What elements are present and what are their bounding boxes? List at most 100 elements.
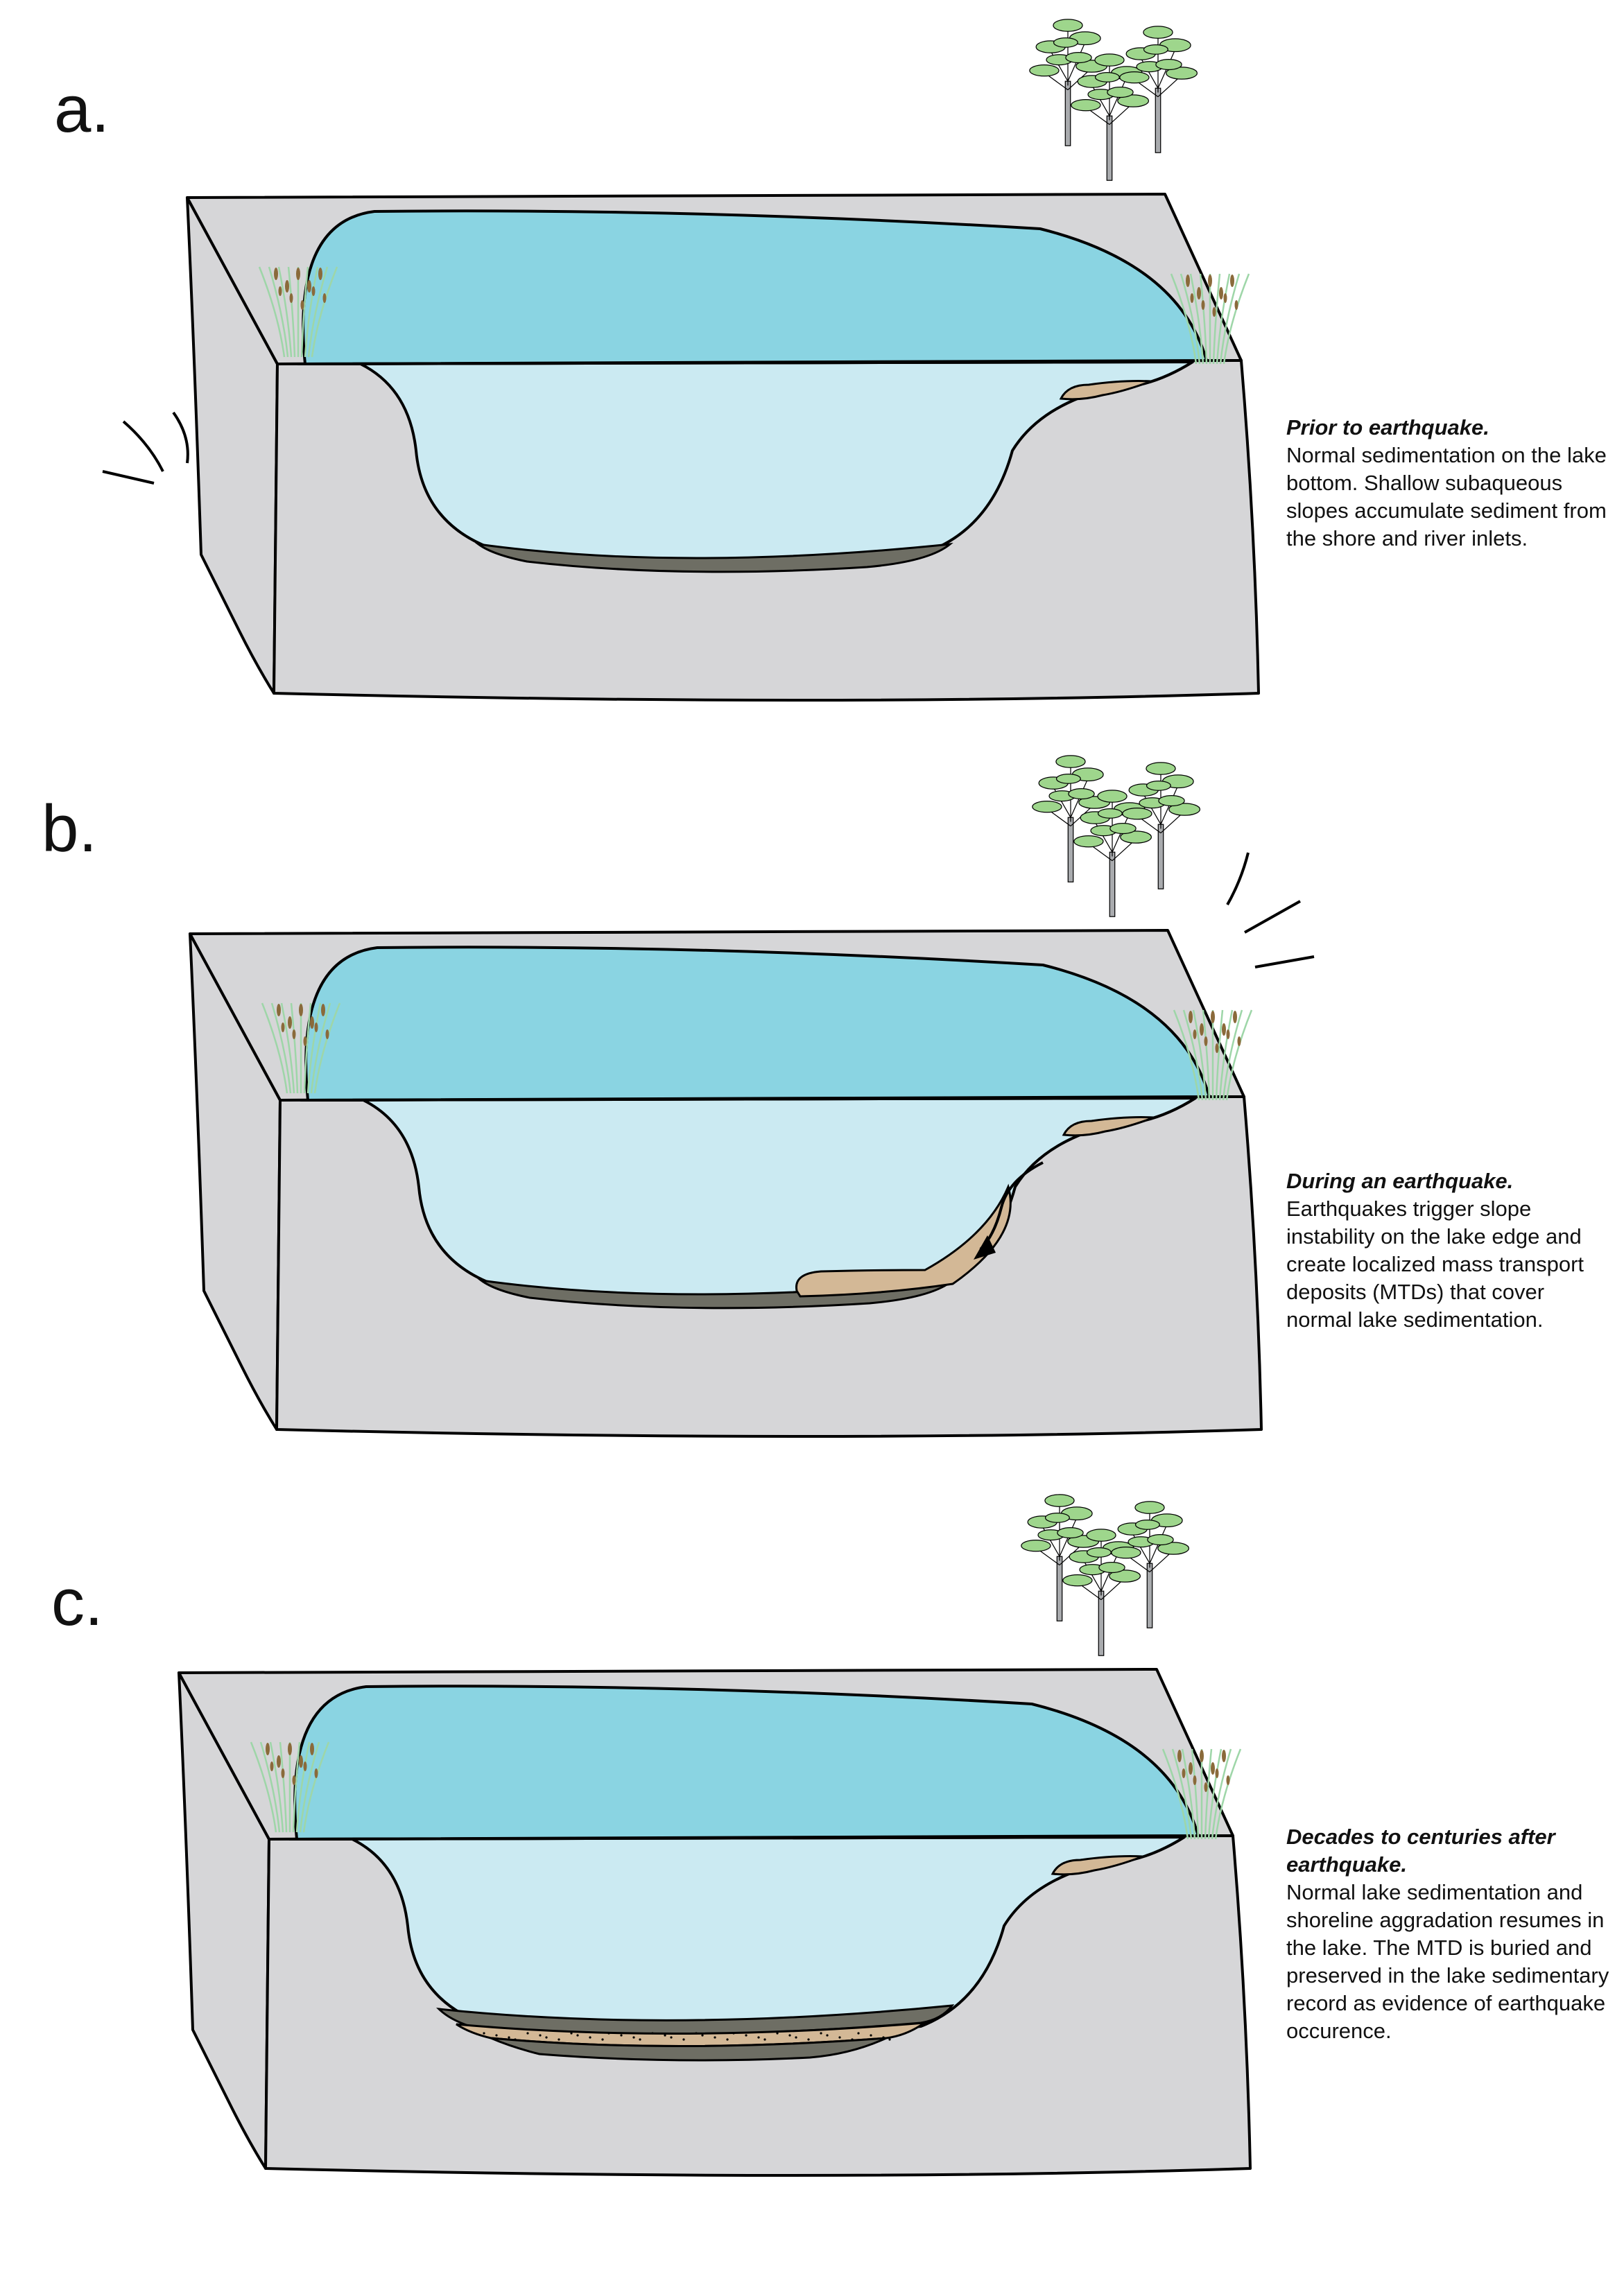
mtd-grain xyxy=(651,2032,654,2035)
reed-stem xyxy=(1189,273,1204,365)
shake-mark xyxy=(1244,900,1301,934)
reed-stem xyxy=(300,266,309,358)
mtd-grain xyxy=(670,2036,673,2039)
reed-stem xyxy=(1181,1748,1196,1840)
tree-leaf xyxy=(1055,755,1086,768)
reed-stem xyxy=(1202,1009,1211,1101)
tree-trunk xyxy=(1064,80,1071,146)
reed-head xyxy=(1182,1768,1186,1778)
tree-trunk xyxy=(1109,851,1116,917)
mtd-grain xyxy=(776,2032,779,2035)
tree-leaf xyxy=(1065,52,1092,64)
reed-head xyxy=(288,1016,292,1029)
mtd-grain xyxy=(857,2032,860,2035)
reed-stem xyxy=(1219,273,1241,365)
reed-stem xyxy=(258,266,286,358)
mtd-grain xyxy=(745,2034,748,2037)
reed-stem xyxy=(259,1741,281,1833)
mtd-grain xyxy=(545,2036,548,2039)
reed-head xyxy=(292,1029,296,1039)
tree-leaf xyxy=(1157,1542,1190,1555)
reed-stem xyxy=(287,266,296,358)
reed-stem xyxy=(313,1002,341,1094)
tree-trunk xyxy=(1157,824,1164,889)
tree-leaf xyxy=(1134,1501,1165,1514)
tree-leaf xyxy=(1071,99,1101,112)
mtd-grain xyxy=(888,2038,891,2041)
reed-head xyxy=(289,293,293,303)
reed-head xyxy=(1189,1762,1193,1775)
reed-head xyxy=(274,268,278,280)
mtd-grain xyxy=(826,2034,829,2037)
reed-head xyxy=(277,1755,281,1768)
tree-leaf xyxy=(1094,53,1125,67)
mtd-grain xyxy=(838,2036,841,2039)
tree-trunk xyxy=(1155,87,1161,153)
mtd-grain xyxy=(483,2032,485,2035)
shake-mark xyxy=(122,420,164,472)
tree xyxy=(1111,1501,1190,1628)
mtd-grain xyxy=(795,2036,797,2039)
reed-head xyxy=(311,286,316,296)
reed-stem xyxy=(1191,1748,1200,1840)
reed-head xyxy=(299,1755,303,1768)
reed-stem xyxy=(1199,273,1208,365)
tree-leaf xyxy=(1109,823,1137,835)
lake-surface xyxy=(302,209,1208,365)
water-line xyxy=(297,360,1193,365)
reed-head xyxy=(266,1743,270,1755)
reed-stem xyxy=(1173,1009,1200,1101)
mtd-grain xyxy=(508,2036,510,2039)
reed-head xyxy=(1204,1782,1208,1792)
tree-leaf xyxy=(1097,808,1123,819)
mtd-grain xyxy=(695,2032,698,2035)
reed-head xyxy=(1200,1750,1204,1762)
lake-bottom-sediment xyxy=(474,542,953,573)
tree xyxy=(1119,26,1198,153)
reed-stem xyxy=(310,1002,331,1094)
tree-group xyxy=(1029,19,1198,181)
reed-head xyxy=(310,1016,314,1029)
reed-stem xyxy=(1170,273,1198,365)
mtd-grain xyxy=(701,2034,704,2037)
reed-stem xyxy=(1192,1009,1207,1101)
tree-leaf xyxy=(1147,1534,1174,1546)
reed-head xyxy=(1219,287,1223,299)
reed-stem xyxy=(1171,1748,1193,1840)
caption-body: Normal sedimentation on the lake bottom.… xyxy=(1286,443,1607,550)
reed-head xyxy=(1177,1750,1182,1762)
reeds xyxy=(1173,1009,1253,1101)
tree-leaf xyxy=(1021,1540,1051,1552)
tree-leaf xyxy=(1044,1512,1070,1523)
reed-head xyxy=(296,268,300,280)
mtd-grain xyxy=(570,2032,573,2035)
shake-mark xyxy=(172,411,189,464)
reed-stem xyxy=(1222,1009,1243,1101)
tree-leaf xyxy=(1158,795,1185,807)
panel-c-letter: c. xyxy=(51,1565,103,1640)
reed-stem xyxy=(1214,1748,1242,1840)
block-left-side xyxy=(186,196,279,695)
reed-head xyxy=(1215,1768,1219,1778)
lake-bottom-sediment xyxy=(477,1278,956,1310)
reed-stem xyxy=(280,1002,295,1094)
tree-leaf xyxy=(1119,71,1150,84)
reed-head xyxy=(1201,300,1205,310)
reed-stem xyxy=(306,1002,322,1094)
reed-head xyxy=(310,1743,314,1755)
reeds xyxy=(250,1741,330,1833)
reed-stem xyxy=(311,266,338,358)
reed-stem xyxy=(1207,1748,1223,1840)
tree-leaf xyxy=(1068,788,1095,800)
mtd-grain xyxy=(601,2038,604,2041)
caption-panel-a: Prior to earthquake. Normal sedimentatio… xyxy=(1286,414,1612,553)
reed-stem xyxy=(1216,273,1231,365)
reed-stem xyxy=(1212,273,1221,365)
reed-stem xyxy=(277,266,293,358)
reed-head xyxy=(278,286,282,296)
tree xyxy=(1032,755,1111,882)
tree-leaf xyxy=(1029,64,1060,77)
reeds xyxy=(258,266,338,358)
mtd-grain xyxy=(539,2034,542,2037)
